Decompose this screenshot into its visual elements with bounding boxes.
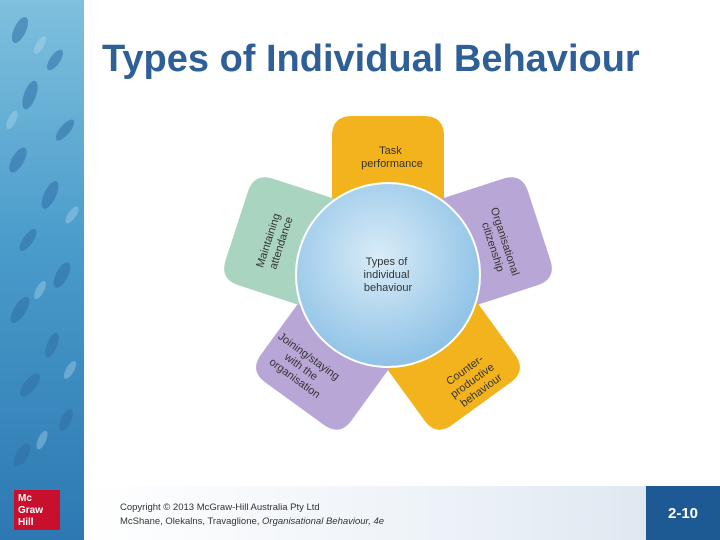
page-number: 2-10 [646, 486, 720, 540]
petal-counterproductive-behaviour [375, 286, 520, 430]
copyright-line-1: Copyright © 2013 McGraw-Hill Australia P… [120, 502, 320, 513]
petal-joining-staying [256, 286, 401, 430]
mcgraw-hill-logo: Mc Graw Hill [14, 490, 60, 530]
leaf-pattern [6, 17, 79, 467]
copyright-notice: Copyright © 2013 McGraw-Hill Australia P… [120, 501, 384, 529]
center-label: Types of individual behaviour [364, 256, 413, 294]
petal-label-task-performance: Task performance [361, 145, 423, 170]
footer-band [84, 486, 646, 540]
behaviour-types-diagram: Task performance Organisational citizens… [224, 116, 552, 430]
slide-title: Types of Individual Behaviour [102, 38, 640, 80]
decorative-sidebar: Mc Graw Hill [0, 0, 84, 540]
center-circle [295, 182, 481, 368]
copyright-line-2: McShane, Olekalns, Travaglione, Organisa… [120, 516, 385, 527]
